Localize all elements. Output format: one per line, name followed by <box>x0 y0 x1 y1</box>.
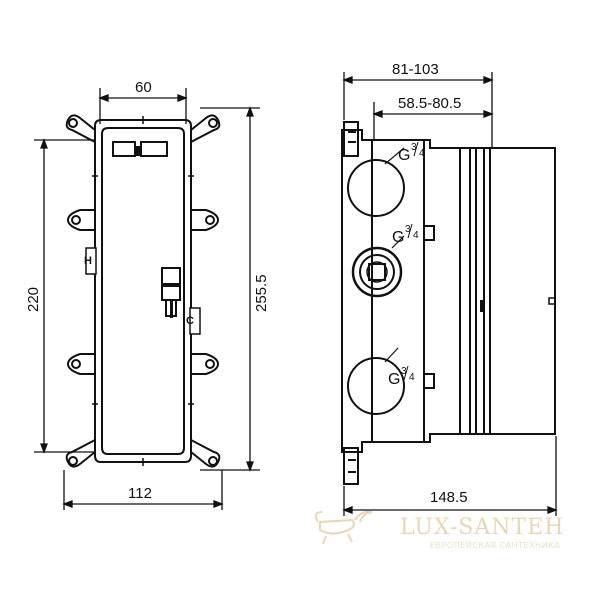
hot-label: H <box>84 255 92 267</box>
dim-255-5-label: 255.5 <box>253 274 270 312</box>
hot-port: H <box>84 247 97 275</box>
thread-1-den: 4 <box>419 148 425 159</box>
side-lug-left-lower <box>66 353 95 375</box>
dim-81-103-label: 81-103 <box>392 61 439 78</box>
dim-60 <box>98 88 188 124</box>
watermark-logo-icon <box>314 510 373 545</box>
side-lug-right-lower <box>191 353 220 375</box>
center-cartridge-block <box>161 267 181 318</box>
thread-callout-3: G 3 4 <box>384 347 415 388</box>
thread-3-num: 3 <box>401 366 407 377</box>
mounting-lug-bottom-right <box>190 439 221 468</box>
dim-60-label: 60 <box>135 79 152 96</box>
flange-top <box>343 121 359 157</box>
dim-148-5-label: 148.5 <box>430 489 468 506</box>
mounting-lug-bottom-left <box>65 439 96 468</box>
top-inlet-blocks <box>112 141 168 157</box>
side-lug-right-upper <box>191 209 220 231</box>
front-body-outline <box>94 119 192 463</box>
side-lug-left-upper <box>66 209 95 231</box>
thread-2-num: 3 <box>405 224 411 235</box>
dim-58-5-80-5-label: 58.5-80.5 <box>398 95 461 112</box>
thread-3-letter: G <box>388 371 400 388</box>
side-tick-marks <box>92 116 194 466</box>
watermark-brand: LUX-SANTEH <box>400 515 564 540</box>
thread-stub-lower <box>423 373 435 389</box>
watermark: LUX-SANTEH ЕВРОПЕЙСКАЯ САНТЕХНИКА <box>314 510 564 550</box>
port-upper <box>347 159 405 217</box>
dim-112 <box>62 470 224 510</box>
dim-148-5 <box>342 436 558 516</box>
thread-3-den: 4 <box>409 372 415 383</box>
side-housing <box>459 147 556 435</box>
thread-2-den: 4 <box>413 230 419 241</box>
thread-callout-2: G 3 4 <box>391 223 419 249</box>
port-lower <box>347 357 405 415</box>
dim-81-103 <box>342 72 494 148</box>
dim-112-label: 112 <box>128 485 152 502</box>
side-valve-body <box>341 129 461 453</box>
side-view: G 3 4 G 3 4 G 3 4 81-103 <box>341 61 558 516</box>
mounting-lug-top-left <box>65 114 96 143</box>
dim-220 <box>34 138 96 454</box>
dim-58-5-80-5 <box>372 102 494 140</box>
cartridge-port <box>351 246 403 298</box>
thread-2-letter: G <box>392 229 404 246</box>
thread-1-letter: G <box>398 147 410 164</box>
front-view: H C 60 220 <box>25 79 270 510</box>
flange-bottom <box>343 447 359 485</box>
thread-callout-1: G 3 4 <box>384 141 425 165</box>
dim-255-5 <box>200 106 260 472</box>
mounting-lug-top-right <box>190 114 221 143</box>
thread-stub-upper <box>423 225 435 241</box>
dim-220-label: 220 <box>25 287 42 312</box>
cold-port: C <box>186 307 201 335</box>
watermark-tagline: ЕВРОПЕЙСКАЯ САНТЕХНИКА <box>430 539 560 550</box>
thread-1-num: 3 <box>411 142 417 153</box>
cold-label: C <box>186 315 194 327</box>
front-cavity-outline <box>101 127 185 455</box>
